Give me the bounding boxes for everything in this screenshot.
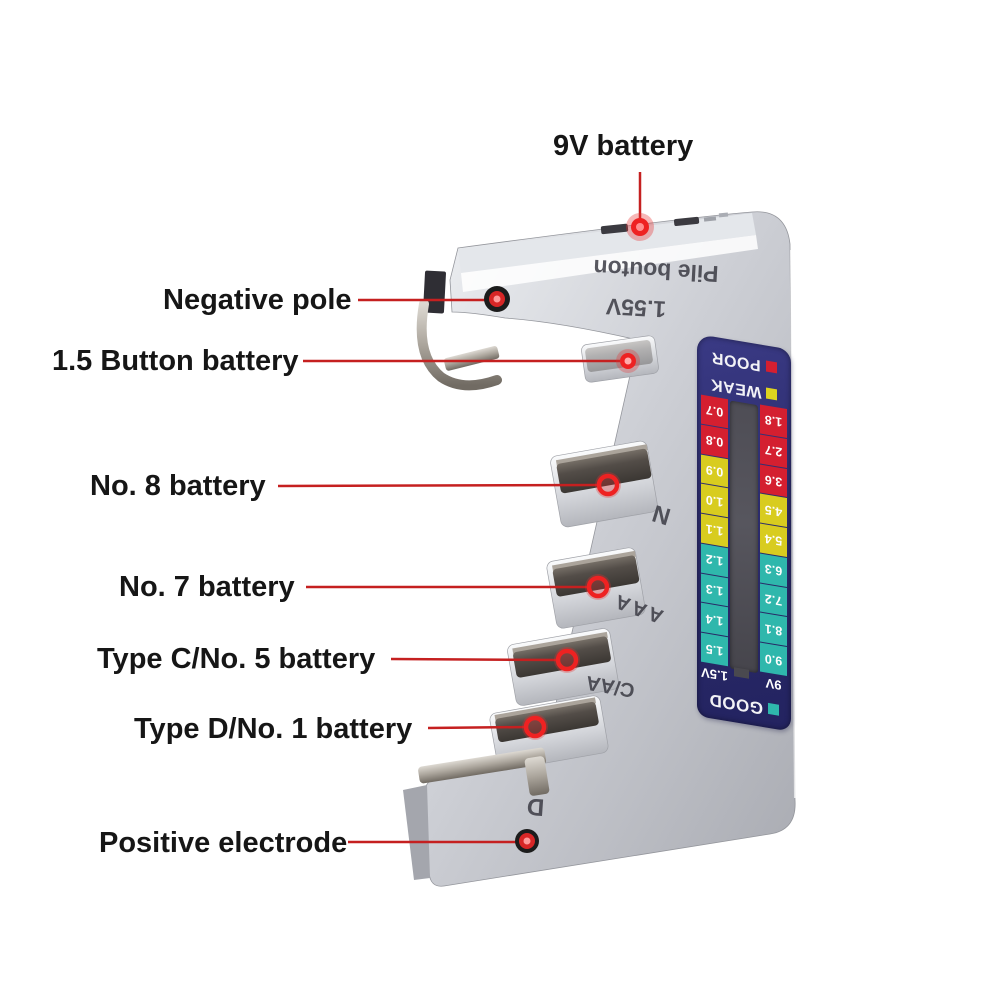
label-negative-pole: Negative pole: [163, 284, 352, 316]
bottom-arm-side: [403, 785, 430, 880]
weak-color-square: [766, 387, 778, 401]
label-positive-electrode: Positive electrode: [99, 827, 348, 859]
scale-cell: 1.8: [760, 404, 787, 438]
nine-v-slot-right: [673, 216, 700, 227]
button-clamp-spring: [416, 299, 502, 391]
scale-cell: 6.3: [760, 553, 787, 587]
scale-cell: 4.5: [760, 493, 787, 528]
label-no7-battery: No. 7 battery: [119, 571, 295, 603]
poor-color-square: [765, 360, 777, 374]
scale-cell: 1.2: [701, 543, 728, 577]
lcd-display-window: [730, 400, 758, 679]
label-type-c-no5-battery: Type C/No. 5 battery: [97, 643, 376, 675]
nine-v-slot-left: [600, 223, 629, 235]
good-label: GOOD: [709, 690, 763, 719]
scale-9v-header: 9V: [765, 675, 782, 694]
good-color-square: [767, 703, 779, 717]
marking-d-size: D: [526, 792, 546, 821]
label-button-battery: 1.5 Button battery: [52, 345, 299, 377]
scale-cell: 9.0: [760, 642, 787, 677]
scale-cell: 3.6: [760, 464, 787, 498]
scale-cell: 5.4: [760, 523, 787, 557]
scale-cell: 7.2: [760, 583, 787, 617]
scale-cell: 1.0: [701, 483, 728, 518]
button-clamp-arm: [443, 346, 500, 371]
scale-cell: 0.8: [701, 424, 728, 458]
scale-cell: 1.3: [701, 573, 728, 607]
label-type-d-no1-battery: Type D/No. 1 battery: [134, 713, 413, 745]
lcd-window-notch: [734, 667, 749, 679]
scale-cell: 0.9: [701, 454, 728, 488]
weak-label: WEAK: [710, 375, 762, 402]
scale-cell: 8.1: [760, 612, 787, 647]
device-top-face: [458, 213, 756, 273]
scale-cell: 1.1: [701, 513, 728, 548]
top-face-emboss-2: [718, 212, 729, 218]
right-edge-highlight: [790, 249, 796, 799]
bottom-bracket-hook: [524, 756, 550, 796]
top-face-emboss: [703, 216, 717, 222]
scale-cell: 1.4: [701, 603, 728, 637]
poor-label: POOR: [711, 348, 761, 375]
scale-1-5v-header: 1.5V: [701, 665, 728, 685]
label-9v-battery: 9V battery: [553, 130, 694, 162]
device-top-highlight: [461, 235, 758, 292]
bottom-bracket: [418, 747, 547, 784]
scale-cell: 2.7: [760, 434, 787, 468]
scale-cell: 1.5: [701, 632, 728, 667]
label-no8-battery: No. 8 battery: [90, 470, 266, 502]
scale-cell: 0.7: [701, 394, 728, 428]
